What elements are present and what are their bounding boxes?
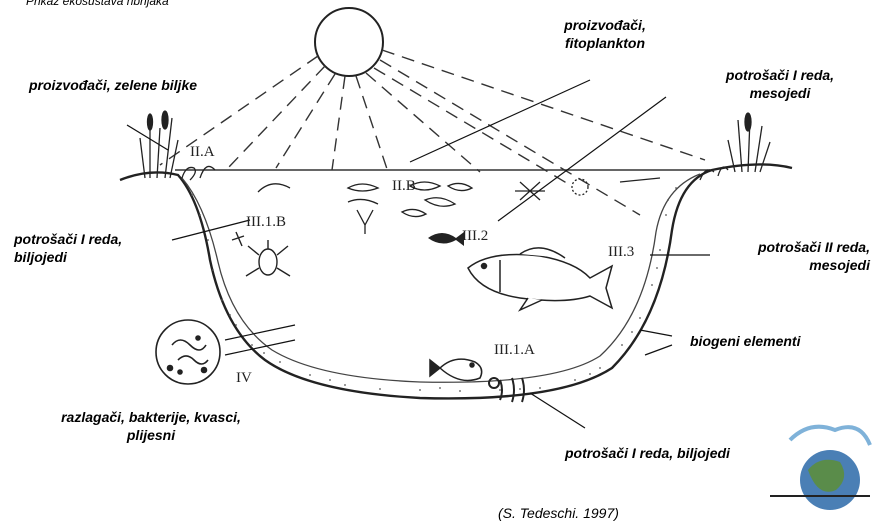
label-decomposers: razlagači, bakterije, kvasci, plijesni (26, 408, 276, 444)
label-producers-phytoplankton: proizvođači, fitoplankton (520, 16, 690, 52)
citation: (S. Tedeschi. 1997) (498, 504, 658, 522)
label-decomposers-line2: plijesni (26, 426, 276, 444)
small-fish-upper (428, 232, 464, 246)
zone-IV: IV (236, 370, 252, 387)
zone-III-3: III.3 (608, 244, 634, 261)
sun-rays (160, 50, 705, 215)
label-producers-phyto-line2: fitoplankton (520, 34, 690, 52)
zone-II-A: II.A (190, 144, 215, 161)
label-consumers-i-herb-line2: biljojedi (14, 248, 174, 266)
zone-II-B: II.B (392, 178, 416, 195)
zone-III-1-B: III.1.B (246, 214, 286, 231)
label-producers-phyto-line1: proizvođači, (520, 16, 690, 34)
label-consumers-i-carn-line2: mesojedi (690, 84, 870, 102)
label-consumers-i-carn-line1: potrošači I reda, (690, 66, 870, 84)
title-fragment: Prikaz ekosustava ribnjaka (26, 0, 169, 8)
decomposers-circle (156, 320, 220, 384)
label-producers-plants: proizvođači, zelene biljke (28, 76, 198, 94)
big-fish (468, 248, 612, 310)
zone-III-2: III.2 (462, 228, 488, 245)
plankton-organisms (258, 178, 660, 234)
label-consumers-ii-carn-line2: mesojedi (700, 256, 870, 274)
label-consumers-ii-carnivores: potrošači II reda, mesojedi (700, 238, 870, 274)
label-consumers-i-herbivores: potrošači I reda, biljojedi (14, 230, 174, 266)
sun (315, 8, 383, 76)
label-consumers-i-carnivores: potrošači I reda, mesojedi (690, 66, 870, 102)
zone-III-1-A: III.1.A (494, 342, 535, 359)
globe-splash-logo (770, 427, 870, 510)
label-biogenic-elements: biogeni elementi (690, 332, 860, 350)
water-beetle (232, 232, 290, 276)
bottom-fish (430, 359, 482, 380)
label-consumers-ii-carn-line1: potrošači II reda, (700, 238, 870, 256)
label-consumers-i-herb-line1: potrošači I reda, (14, 230, 174, 248)
bottom-worms (489, 378, 524, 402)
label-consumers-i-herbivores-bottom: potrošači I reda, biljojedi (565, 444, 785, 462)
label-decomposers-line1: razlagači, bakterije, kvasci, (26, 408, 276, 426)
reeds-right (700, 113, 770, 180)
